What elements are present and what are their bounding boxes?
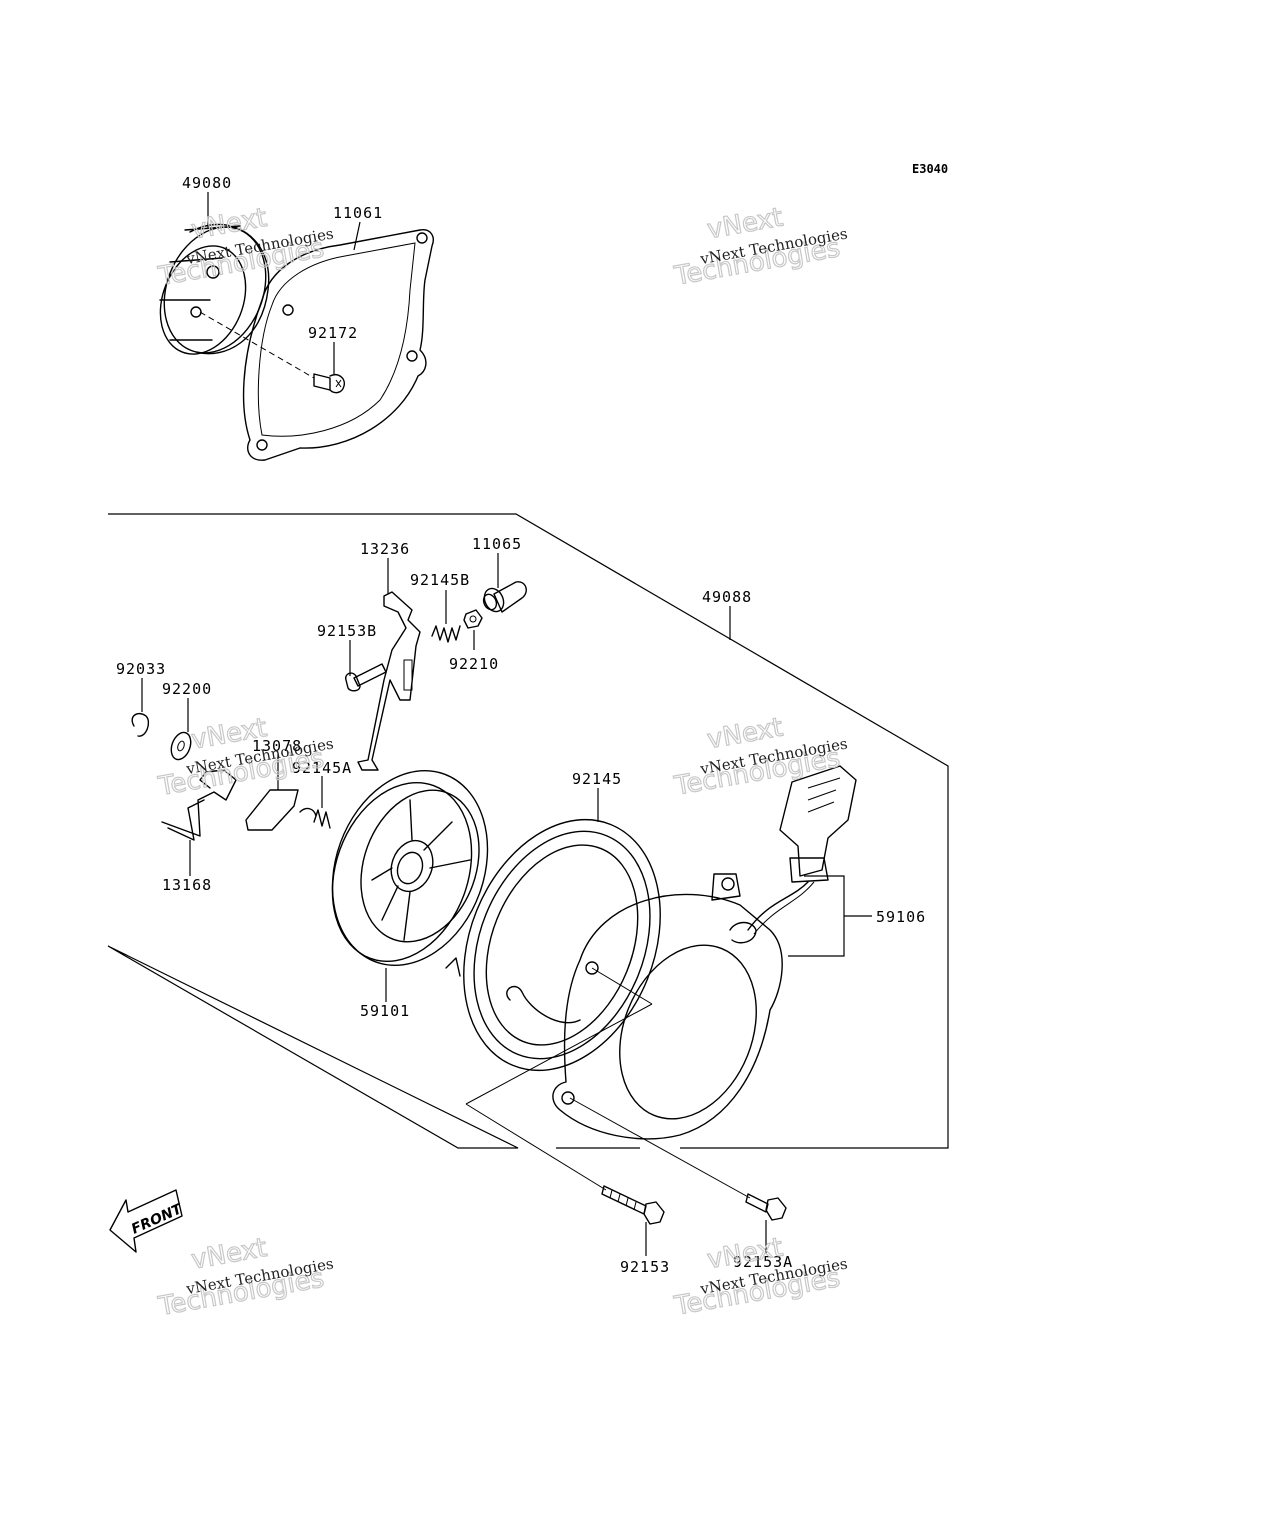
washer-92200 [170, 731, 192, 761]
label-13168: 13168 [162, 876, 212, 894]
ratchet-arm-13236 [357, 591, 421, 771]
circlip-92033 [131, 712, 150, 737]
handle-59106 [747, 765, 857, 935]
reel-59101 [331, 769, 489, 967]
leader-59106 [788, 875, 872, 957]
label-11061: 11061 [333, 204, 383, 222]
label-49088: 49088 [702, 588, 752, 606]
label-92153: 92153 [620, 1258, 670, 1276]
watermark-mid-left: vNext Technologies vNext Technologies [155, 712, 335, 802]
assembly-line-92153 [465, 1103, 607, 1191]
label-92033: 92033 [116, 660, 166, 678]
pawl-13078 [245, 789, 299, 831]
spring-92145B [431, 625, 461, 643]
label-92153A: 92153A [733, 1253, 793, 1271]
bolt-92153A [745, 1193, 787, 1221]
cap-11065 [482, 581, 527, 613]
label-59101: 59101 [360, 1002, 410, 1020]
label-49080: 49080 [182, 174, 232, 192]
starter-housing [552, 873, 783, 1140]
bolt-92153B [344, 663, 387, 692]
label-92200: 92200 [162, 680, 212, 698]
watermark-bottom-right: vNext Technologies vNext Technologies [671, 1232, 849, 1322]
assembly-line-92153A [569, 1097, 751, 1199]
diagram-code: E3040 [912, 162, 948, 176]
leader-11061 [353, 221, 361, 251]
label-92145: 92145 [572, 770, 622, 788]
bolt-92172 [313, 373, 345, 394]
assembly-line-92172 [199, 311, 315, 379]
label-92145A: 92145A [292, 759, 352, 777]
label-92210: 92210 [449, 655, 499, 673]
guide-13168 [161, 769, 237, 841]
watermark-top-left: vNext Technologies vNext Technologies [155, 202, 335, 292]
recoil-spring-92145 [445, 818, 661, 1072]
label-59106: 59106 [876, 908, 926, 926]
front-label: FRONT [129, 1201, 186, 1238]
watermark-bottom-left: vNext Technologies vNext Technologies [155, 1232, 335, 1322]
label-92145B: 92145B [410, 571, 470, 589]
watermark-mid-right: vNext Technologies vNext Technologies [671, 712, 849, 802]
label-13236: 13236 [360, 540, 410, 558]
label-13078: 13078 [252, 737, 302, 755]
watermark-top-right: vNext Technologies vNext Technologies [671, 202, 849, 292]
label-11065: 11065 [472, 535, 522, 553]
nut-92210 [463, 609, 483, 629]
front-arrow: FRONT [109, 1189, 186, 1253]
label-92172: 92172 [308, 324, 358, 342]
assembly-boundary-49088 [107, 513, 949, 1149]
gasket-11061 [242, 229, 434, 461]
label-92153B: 92153B [317, 622, 377, 640]
assembly-line-a [591, 967, 653, 1005]
bolt-92153 [601, 1185, 665, 1225]
assembly-line-b [465, 1003, 653, 1105]
spring-92145A [299, 807, 331, 829]
